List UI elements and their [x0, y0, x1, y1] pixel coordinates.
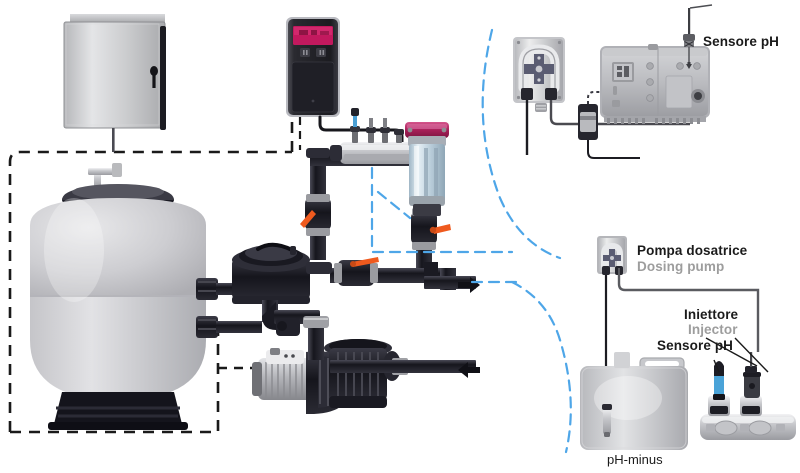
callout-lower-arc — [510, 280, 572, 454]
peristaltic-dosing-pump — [513, 37, 565, 112]
callout-upper-arc — [481, 28, 562, 260]
ball-valve-left — [334, 257, 379, 286]
valve-handle-orange — [352, 257, 379, 267]
leader-ph-sensor — [713, 359, 720, 373]
ball-valve-riser-left — [300, 194, 331, 236]
controller-detail-unit — [600, 44, 710, 124]
label-iniettore: Iniettore — [684, 307, 739, 322]
label-sensore-ph-detail: Sensore pH — [657, 338, 734, 353]
electrical-cabinet — [63, 14, 166, 152]
callout-manifold-link — [370, 166, 514, 254]
label-sensore-ph-top: Sensore pH — [703, 34, 780, 49]
ph-sensor-top-detail — [683, 4, 713, 69]
label-dosing-pump: Dosing pump — [637, 259, 725, 274]
ph-minus-canister — [580, 352, 688, 450]
wall-controller-unit — [286, 17, 340, 117]
injection-manifold — [700, 352, 796, 440]
label-pompa-dosatrice: Pompa dosatrice — [637, 243, 748, 258]
leader-lines — [705, 337, 769, 373]
leader-injector — [705, 337, 758, 367]
power-supply-plug — [578, 104, 640, 159]
dosing-pump-detail — [597, 236, 627, 275]
discharge-tube — [617, 275, 760, 352]
sand-filter-tank — [30, 163, 206, 430]
ph-probe-detail — [713, 361, 725, 400]
callout-tick — [376, 190, 412, 220]
label-injector: Injector — [688, 322, 738, 337]
injector-detail — [743, 352, 761, 398]
electrolysis-cell — [405, 122, 449, 216]
leader-injector-2 — [734, 337, 769, 373]
pipe-network — [306, 148, 476, 373]
label-ph-minus: pH-minus — [607, 452, 663, 467]
flow-arrow-inlet — [458, 362, 480, 378]
callout-lines-blue — [370, 28, 572, 454]
suction-lance — [602, 404, 612, 437]
multiport-valve — [232, 242, 320, 336]
